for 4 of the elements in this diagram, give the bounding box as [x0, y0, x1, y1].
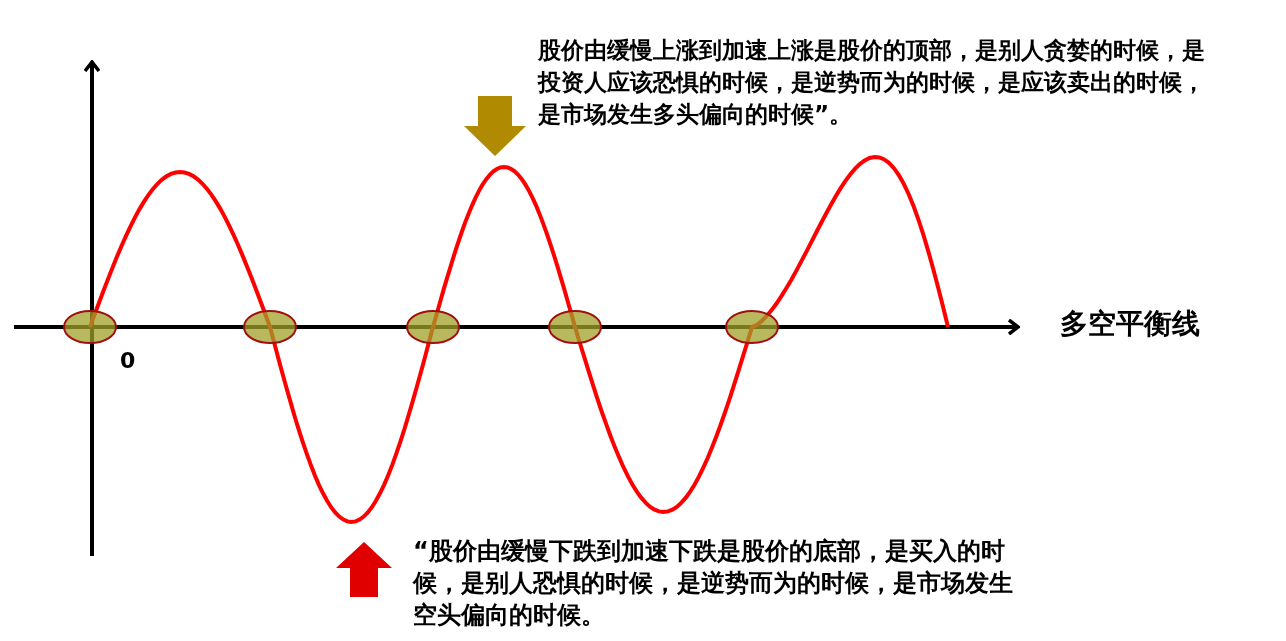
annotation-text: 股价由缓慢上涨到加速上涨是股价的顶部，是别人贪婪的时候，是投资人应该恐惧的时候，是逆势而为的时候，是应该卖出的时候，是市场发生多头偏向的时候”。: [538, 36, 1206, 129]
annotation-text: “股价由缓慢下跌到加速下跌是股价的底部，是买入的时候，是别人恐惧的时候，是逆势而为的时候，是市场发生空头偏向的时候。: [413, 536, 1014, 631]
origin-label: 0: [120, 347, 136, 375]
axis-label: 多空平衡线: [1060, 308, 1200, 340]
